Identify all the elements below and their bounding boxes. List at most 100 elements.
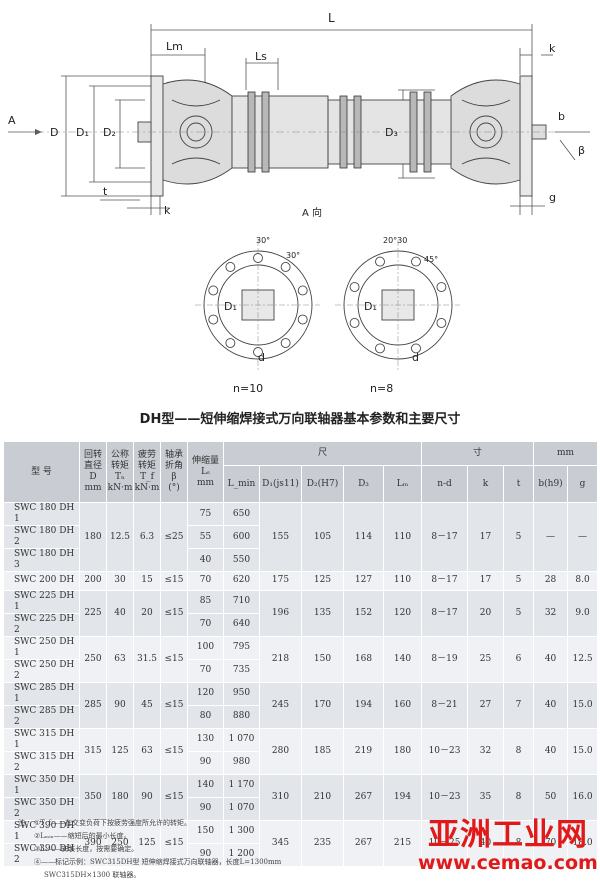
bolt-hole xyxy=(349,282,360,292)
cell-d3: 219 xyxy=(343,727,384,775)
cell-torque: 12.5 xyxy=(106,502,134,572)
cell-t: 6 xyxy=(503,635,535,683)
cell-g: 18.0 xyxy=(567,819,599,867)
bolt-hole xyxy=(375,343,385,354)
site-logo: 亚洲工业网 www.cemao.com xyxy=(418,818,598,876)
cell-fatigue: 6.3 xyxy=(133,502,161,572)
cell-d3: 267 xyxy=(343,773,384,821)
cell-rot-dia: 180 xyxy=(79,502,107,572)
logo-url: www.cemao.com xyxy=(418,852,598,874)
bolt-hole xyxy=(280,338,291,348)
bolt-hole xyxy=(411,256,421,267)
cell-torque: 30 xyxy=(106,571,134,591)
cell-b: 40 xyxy=(533,681,569,729)
cell-b: 40 xyxy=(533,727,569,775)
cell-model: SWC 225 DH 1 xyxy=(3,589,80,614)
cell-model: SWC 350 DH 2 xyxy=(3,796,80,821)
cell-d2: 150 xyxy=(301,635,344,683)
cell-lm: 194 xyxy=(382,773,423,821)
bolt-hole xyxy=(349,318,360,328)
header-line: kN·m xyxy=(134,483,160,493)
cell-model: SWC 350 DH 1 xyxy=(3,773,80,798)
bolt-hole xyxy=(411,343,421,354)
cell-k: 32 xyxy=(467,727,505,775)
cell-nd: 10－25 xyxy=(421,819,469,867)
cell-rot-dia: 390 xyxy=(79,819,107,867)
header-line: mm xyxy=(84,483,102,493)
cell-d3: 267 xyxy=(343,819,384,867)
note-item: ②Lₘᵢₙ——缩短后的最小长度。 xyxy=(18,830,418,843)
cell-g: 15.0 xyxy=(567,681,599,729)
cell-angle: ≤15 xyxy=(160,819,188,867)
cell-nd: 10－23 xyxy=(421,727,469,775)
cell-k: 20 xyxy=(467,589,505,637)
dim-D2: D₂ xyxy=(103,126,116,139)
cell-model: SWC 225 DH 2 xyxy=(3,612,80,637)
cell-d2: 235 xyxy=(301,819,344,867)
cell-stretch: 55 xyxy=(187,525,224,549)
cell-model: SWC 390 DH 2 xyxy=(3,842,80,867)
cell-b: 70 xyxy=(533,819,569,867)
dim-D1: D₁ xyxy=(76,126,89,139)
cell-lm: 110 xyxy=(382,571,423,591)
bolt-hole xyxy=(436,282,447,292)
cell-angle: ≤15 xyxy=(160,571,188,591)
dim-L: L xyxy=(328,11,335,25)
cell-stretch: 150 xyxy=(187,819,224,844)
cell-angle: ≤15 xyxy=(160,681,188,729)
bolt-hole xyxy=(375,256,385,267)
flange-a-angle1: 30° xyxy=(256,236,270,245)
cell-model: SWC 200 DH xyxy=(3,571,80,591)
flange-a-d: d xyxy=(258,351,265,364)
dim-D3: D₃ xyxy=(385,126,398,139)
cell-b: 40 xyxy=(533,635,569,683)
col-dims-left: 尺 xyxy=(222,441,423,466)
cell-angle: ≤15 xyxy=(160,589,188,637)
cell-torque: 180 xyxy=(106,773,134,821)
note-text: ——标记示例：SWC315DH型 短伸缩焊接式万向联轴器，长度L=1300mm xyxy=(41,858,282,866)
table-title: DH型——短伸缩焊接式万向联轴器基本参数和主要尺寸 xyxy=(139,412,461,427)
cell-k: 17 xyxy=(467,502,505,572)
cell-rot-dia: 350 xyxy=(79,773,107,821)
bolt-hole xyxy=(225,338,236,348)
cell-fatigue: 125 xyxy=(133,819,161,867)
cell-d1: 196 xyxy=(259,589,302,637)
flange-b-angle1: 20°30 xyxy=(383,236,407,245)
header-line: D xyxy=(89,472,97,482)
cell-d2: 105 xyxy=(301,502,344,572)
cell-model: SWC 180 DH 3 xyxy=(3,548,80,572)
cell-k: 27 xyxy=(467,681,505,729)
cell-lmin: 710 xyxy=(223,589,260,614)
cell-t: 5 xyxy=(503,502,535,572)
cell-nd: 8－17 xyxy=(421,571,469,591)
cell-stretch: 100 xyxy=(187,635,224,660)
cell-k: 25 xyxy=(467,635,505,683)
cell-nd: 10－23 xyxy=(421,773,469,821)
cell-stretch: 40 xyxy=(187,548,224,572)
cell-lmin: 735 xyxy=(223,658,260,683)
view-label: A 向 xyxy=(302,206,322,219)
cell-k: 35 xyxy=(467,773,505,821)
cell-k: 40 xyxy=(467,819,505,867)
bolt-hole xyxy=(436,318,447,328)
bolt-hole xyxy=(253,253,263,263)
cell-model: SWC 250 DH 2 xyxy=(3,658,80,683)
col-3: D₃ xyxy=(343,465,384,503)
note-text: Lₛ——安装长度，按需要确定。 xyxy=(40,845,139,853)
cell-stretch: 120 xyxy=(187,681,224,706)
note-mark: ② xyxy=(34,832,41,840)
header-line: 转矩 xyxy=(137,461,156,471)
cell-g: 16.0 xyxy=(567,773,599,821)
header-line: 转矩 xyxy=(110,461,129,471)
